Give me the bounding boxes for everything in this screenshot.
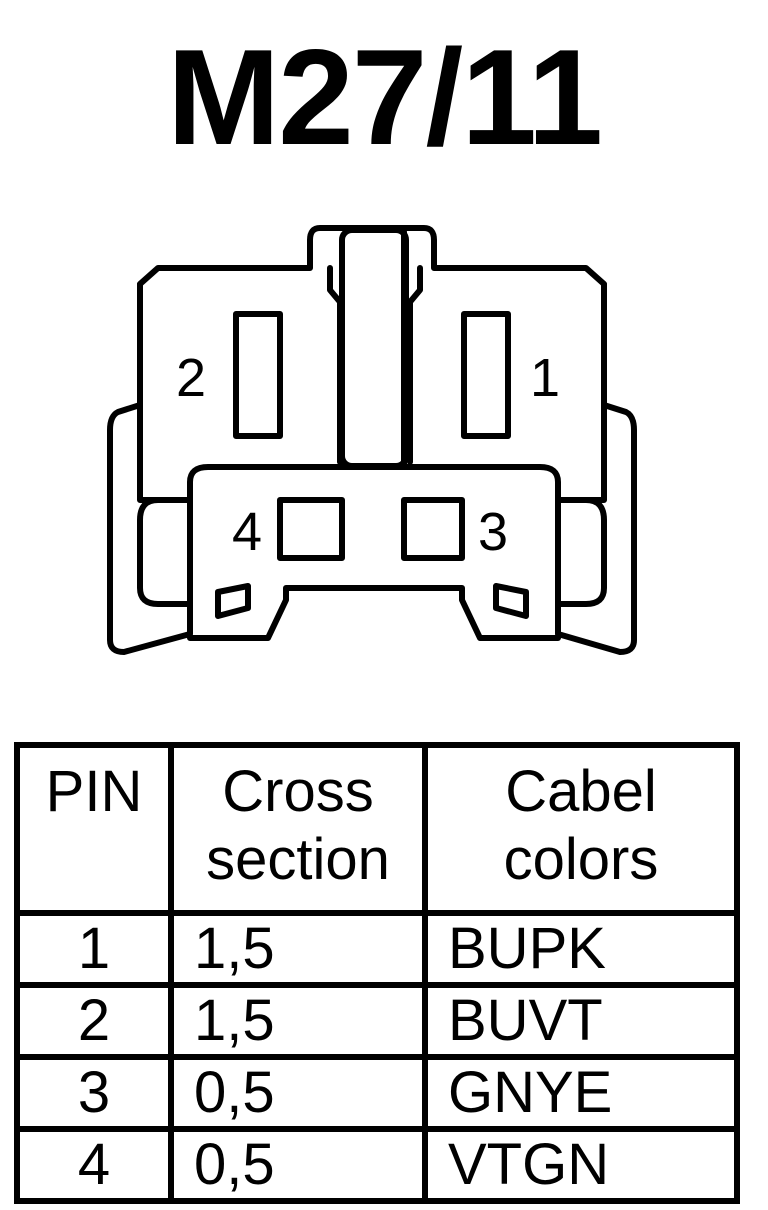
cell-cross-section: 1,5 bbox=[168, 910, 428, 988]
table-row: 4 0,5 VTGN bbox=[14, 1126, 740, 1204]
left-wing bbox=[137, 497, 193, 607]
header-cross-section: Cross section bbox=[168, 742, 428, 916]
cell-cross-section: 0,5 bbox=[168, 1054, 428, 1132]
pin-cavity-2 bbox=[233, 311, 283, 439]
header-cross-line2: section bbox=[206, 827, 390, 892]
left-key bbox=[215, 583, 251, 619]
cell-cross-section: 1,5 bbox=[168, 982, 428, 1060]
cell-color: BUPK bbox=[422, 910, 740, 988]
latch-tab bbox=[339, 227, 409, 469]
pin-assignment-table: PIN Cross section Cabel colors 1 1,5 BUP… bbox=[14, 742, 740, 1204]
pin-cavity-4 bbox=[277, 497, 345, 561]
upper-body-line bbox=[137, 402, 607, 503]
cell-color: VTGN bbox=[422, 1126, 740, 1204]
header-colors-line2: colors bbox=[503, 827, 659, 892]
cell-color: BUVT bbox=[422, 982, 740, 1060]
cell-pin: 2 bbox=[14, 982, 174, 1060]
connector-title: M27/11 bbox=[166, 21, 603, 173]
pin-label-1: 1 bbox=[530, 348, 560, 408]
pin-cavity-3 bbox=[401, 497, 465, 561]
cell-pin: 1 bbox=[14, 910, 174, 988]
pin-block-bottom bbox=[187, 585, 561, 641]
right-wing bbox=[555, 497, 607, 607]
table-row: 3 0,5 GNYE bbox=[14, 1054, 740, 1132]
pin-cavity-1 bbox=[461, 311, 511, 439]
pin-label-3: 3 bbox=[478, 502, 508, 562]
cell-cross-section: 0,5 bbox=[168, 1126, 428, 1204]
cell-pin: 3 bbox=[14, 1054, 174, 1132]
header-pin: PIN bbox=[14, 742, 174, 916]
right-key bbox=[493, 583, 529, 619]
header-cross-line1: Cross bbox=[222, 759, 374, 824]
cell-pin: 4 bbox=[14, 1126, 174, 1204]
table-row: 2 1,5 BUVT bbox=[14, 982, 740, 1060]
pin-label-4: 4 bbox=[232, 502, 262, 562]
header-pin-line1: PIN bbox=[45, 759, 143, 824]
table-row: 1 1,5 BUPK bbox=[14, 910, 740, 988]
pin-label-2: 2 bbox=[176, 348, 206, 408]
header-cable-colors: Cabel colors bbox=[422, 742, 740, 916]
connector-diagram: 2 1 4 3 bbox=[107, 225, 637, 655]
cell-color: GNYE bbox=[422, 1054, 740, 1132]
header-colors-line1: Cabel bbox=[505, 759, 657, 824]
table-header-row: PIN Cross section Cabel colors bbox=[14, 742, 740, 916]
